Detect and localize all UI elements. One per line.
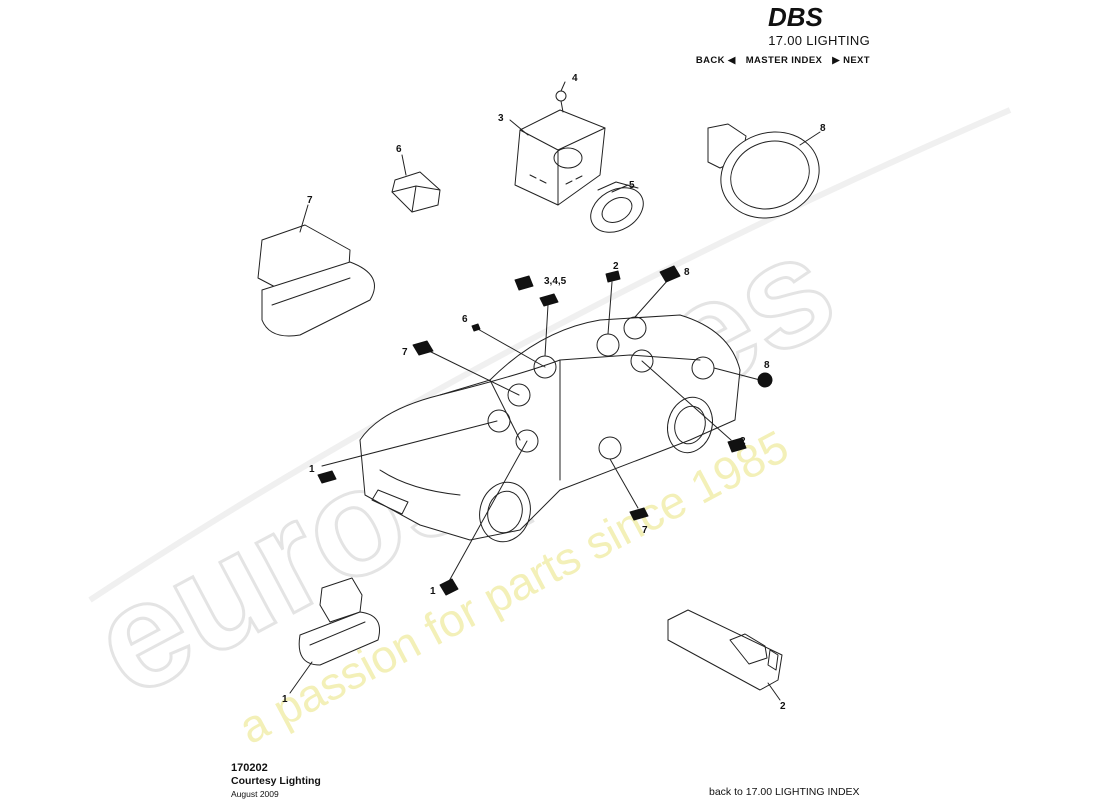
- callout-8b: 8: [684, 267, 690, 278]
- part-5-bezel[interactable]: [583, 179, 651, 242]
- nav-bar: BACK ◀ MASTER INDEX ▶ NEXT: [696, 55, 870, 66]
- callout-labels: 4 3 5 8 6 7 3,4,5 2 8 6 7 8 2 1 7 1 1 2: [282, 73, 826, 712]
- callout-8c: 8: [764, 360, 770, 371]
- part-6-connector[interactable]: [391, 171, 441, 213]
- back-label: BACK: [695, 55, 725, 66]
- callout-4: 4: [572, 73, 578, 84]
- callout-5: 5: [629, 180, 635, 191]
- part-3-module[interactable]: [514, 109, 606, 206]
- callout-345: 3,4,5: [544, 276, 567, 287]
- callout-6b: 6: [462, 314, 468, 325]
- callout-2b: 2: [740, 436, 746, 447]
- dbs-logo: DBS: [768, 2, 824, 32]
- back-button[interactable]: BACK ◀: [696, 55, 736, 66]
- part-2-lamp[interactable]: [667, 609, 783, 691]
- callout-1a: 1: [309, 464, 315, 475]
- callout-8a: 8: [820, 123, 826, 134]
- small-part-icons: [317, 265, 773, 596]
- arrow-right-icon: ▶: [832, 55, 841, 66]
- callout-7c: 7: [642, 525, 648, 536]
- callout-2a: 2: [613, 261, 619, 272]
- drawing-date: August 2009: [231, 789, 279, 799]
- part-8-lamp[interactable]: [707, 118, 831, 231]
- callout-6a: 6: [396, 144, 402, 155]
- next-button[interactable]: ▶ NEXT: [832, 55, 870, 66]
- arrow-left-icon: ◀: [727, 55, 736, 66]
- callout-7b: 7: [402, 347, 408, 358]
- logo-text: DBS: [768, 2, 824, 32]
- watermark-swoosh: [88, 107, 1012, 603]
- part-7-lamp-unit[interactable]: [257, 224, 375, 337]
- next-label: NEXT: [843, 55, 870, 66]
- section-title: 17.00 LIGHTING: [768, 33, 870, 48]
- callout-7a: 7: [307, 195, 313, 206]
- callout-1b: 1: [430, 586, 436, 597]
- leader-lines: [321, 279, 761, 584]
- callout-2c: 2: [780, 701, 786, 712]
- drawing-title: Courtesy Lighting: [231, 775, 321, 787]
- master-index-button[interactable]: MASTER INDEX: [745, 55, 823, 66]
- callout-1c: 1: [282, 694, 288, 705]
- back-to-index-link[interactable]: back to 17.00 LIGHTING INDEX: [709, 786, 860, 798]
- callout-3: 3: [498, 113, 504, 124]
- part-1-lamp[interactable]: [298, 577, 380, 666]
- drawing-code: 170202: [231, 762, 268, 774]
- part-4-screw[interactable]: [555, 90, 567, 113]
